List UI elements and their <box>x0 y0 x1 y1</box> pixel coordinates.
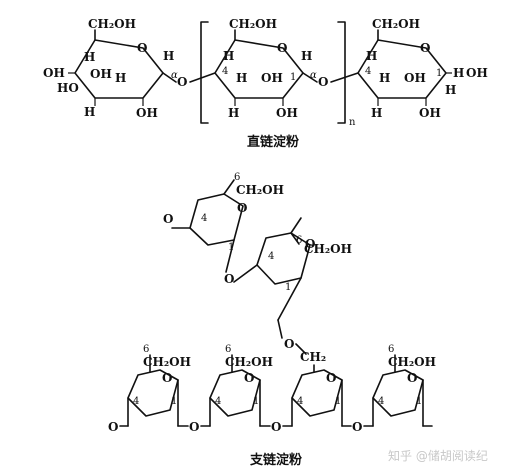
repeat-bracket-left <box>200 21 209 124</box>
amylose-ring-2: CH₂OH O H H 4 H OH 1 H OH α O <box>214 17 359 120</box>
atom-o: O <box>163 212 173 226</box>
atom-h: H <box>223 49 234 63</box>
atom-ch2: CH₂ <box>300 350 326 364</box>
atom-ch2oh: CH₂OH <box>229 17 277 31</box>
amylopectin-caption: 支链淀粉 <box>249 452 302 468</box>
atom-ring-o: O <box>305 237 315 251</box>
atom-oh: OH <box>136 106 158 120</box>
atom-ch2oh: CH₂OH <box>88 17 136 31</box>
alpha-label: α <box>310 70 317 81</box>
atom-h: H <box>379 71 390 85</box>
glycosidic-oxygen: O <box>177 75 187 89</box>
atom-oh: OH <box>466 66 488 80</box>
atom-ring-o: O <box>326 371 336 385</box>
position-1: 1 <box>290 72 296 83</box>
position-4: 4 <box>297 396 303 407</box>
atom-h: H <box>453 66 464 80</box>
atom-h: H <box>84 50 95 64</box>
amylopectin-structure: 6 CH₂OH O 4 1 O O 6 CH₂OH O 4 1 O CH₂ <box>108 172 436 468</box>
position-6: 6 <box>225 344 231 355</box>
atom-ring-o: O <box>162 371 172 385</box>
amylose-ring-1: CH₂OH O H H OH OH H HO H OH α O <box>43 17 216 120</box>
position-4: 4 <box>215 396 221 407</box>
glycosidic-oxygen: O <box>271 420 281 434</box>
position-1: 1 <box>416 396 422 407</box>
atom-h: H <box>84 105 95 119</box>
atom-ring-o: O <box>244 371 254 385</box>
atom-ch2oh: CH₂OH <box>236 183 284 197</box>
atom-oh: OH <box>404 71 426 85</box>
position-4: 4 <box>222 66 228 77</box>
position-6: 6 <box>143 344 149 355</box>
watermark: 知乎 @储胡阅读纪 <box>388 448 488 463</box>
position-4: 4 <box>365 66 371 77</box>
glycosidic-oxygen: O <box>284 337 294 351</box>
atom-ring-o: O <box>407 371 417 385</box>
atom-h: H <box>236 71 247 85</box>
atom-ch2oh: CH₂OH <box>304 242 352 256</box>
atom-ch2oh: CH₂OH <box>372 17 420 31</box>
amylose-structure: CH₂OH O H H OH OH H HO H OH α O n CH₂OH <box>43 17 488 150</box>
position-1: 1 <box>228 242 234 253</box>
position-1: 1 <box>253 396 259 407</box>
atom-ring-o: O <box>237 201 247 215</box>
position-4: 4 <box>268 251 274 262</box>
atom-ring-o: O <box>137 41 147 55</box>
atom-h: H <box>366 49 377 63</box>
atom-h: H <box>371 106 382 120</box>
position-4: 4 <box>378 396 384 407</box>
repeat-bracket-right <box>337 21 346 124</box>
position-4: 4 <box>201 213 207 224</box>
atom-o: O <box>108 420 118 434</box>
atom-oh: OH <box>43 66 65 80</box>
position-6: 6 <box>388 344 394 355</box>
atom-oh: OH <box>419 106 441 120</box>
atom-ch2oh: CH₂OH <box>225 355 273 369</box>
amylose-ring-3: CH₂OH O H 4 1 H OH H OH H H OH <box>357 17 488 120</box>
glycosidic-oxygen: O <box>318 75 328 89</box>
atom-ch2oh: CH₂OH <box>388 355 436 369</box>
position-1: 1 <box>436 68 442 79</box>
position-6: 6 <box>296 235 302 246</box>
atom-ring-o: O <box>277 41 287 55</box>
glycosidic-oxygen: O <box>224 272 234 286</box>
atom-h: H <box>228 106 239 120</box>
glycosidic-oxygen: O <box>189 420 199 434</box>
atom-oh: OH <box>276 106 298 120</box>
atom-h: H <box>163 49 174 63</box>
amylopectin-branch-ring-a: 6 CH₂OH O 4 1 O O <box>163 172 284 286</box>
position-1: 1 <box>285 282 291 293</box>
position-4: 4 <box>133 396 139 407</box>
atom-oh: OH <box>90 67 112 81</box>
atom-h: H <box>115 71 126 85</box>
position-6: 6 <box>234 172 240 183</box>
repeat-subscript: n <box>349 117 356 128</box>
amylose-caption: 直链淀粉 <box>247 134 299 150</box>
position-1: 1 <box>171 396 177 407</box>
alpha-label: α <box>171 70 178 81</box>
atom-ring-o: O <box>420 41 430 55</box>
amylopectin-main-chain: 6 CH₂OH O 4 1 O O 6 CH₂OH O 4 1 O <box>108 344 436 434</box>
glycosidic-oxygen: O <box>352 420 362 434</box>
atom-h: H <box>445 83 456 97</box>
amylopectin-branch-ring-b: 6 CH₂OH O 4 1 O CH₂ <box>256 217 352 364</box>
atom-oh: OH <box>261 71 283 85</box>
atom-h: H <box>301 49 312 63</box>
position-1: 1 <box>335 396 341 407</box>
atom-ch2oh: CH₂OH <box>143 355 191 369</box>
atom-ho: HO <box>57 81 79 95</box>
